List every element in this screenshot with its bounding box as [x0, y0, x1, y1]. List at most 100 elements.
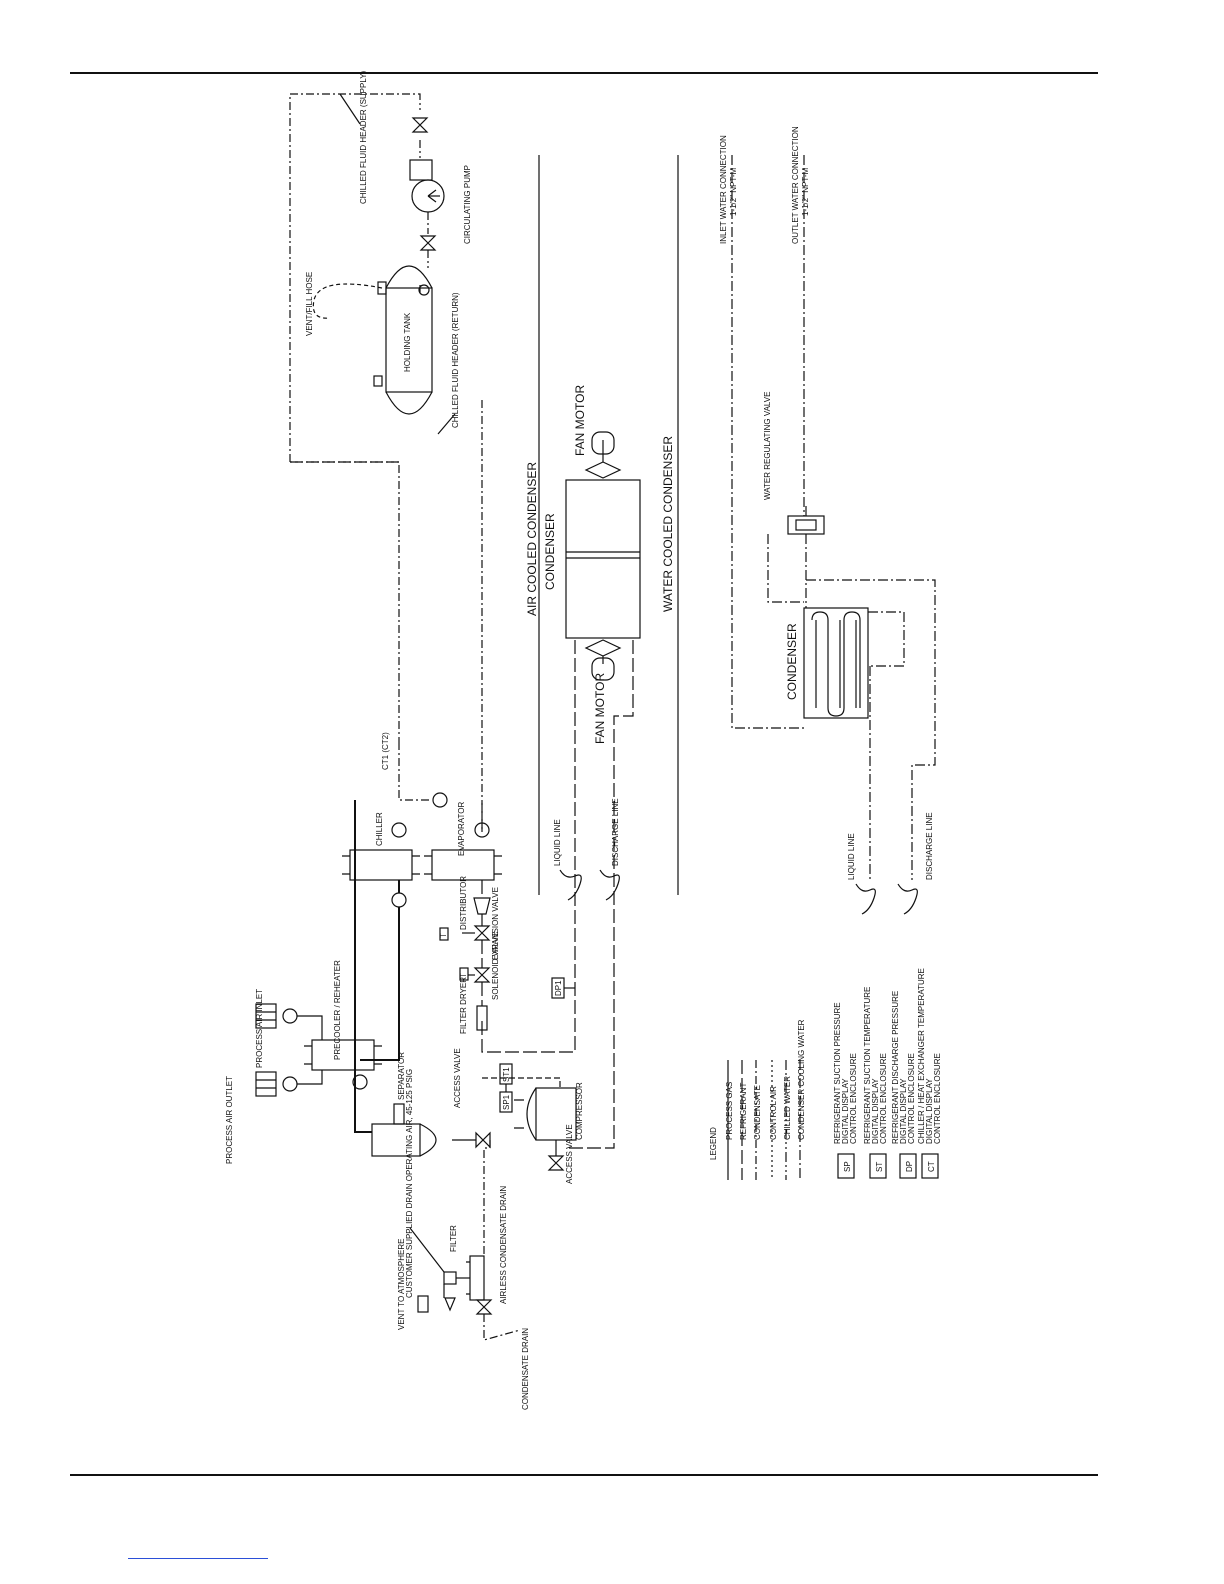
legend-box-desc: DIGITAL DISPLAY	[871, 1078, 880, 1144]
discharge-line-water-label: DISCHARGE LINE	[925, 812, 934, 880]
pump-valve-icon	[419, 235, 437, 251]
legend-box-desc: DIGITAL DISPLAY	[841, 1078, 850, 1144]
air-outlet-connection-icon	[255, 1070, 323, 1097]
air-refrigerant-lines	[481, 640, 634, 1149]
chiller-label: CHILLER	[375, 812, 384, 846]
water-regulating-valve-label: WATER REGULATING VALVE	[763, 392, 772, 500]
supply-valve-icon	[411, 117, 429, 133]
condensate-drain-label: CONDENSATE DRAIN	[521, 1328, 530, 1410]
circulating-pump-label: CIRCULATING PUMP	[463, 165, 472, 244]
supply-leader	[339, 93, 361, 125]
discharge-line-air-label: DISCHARGE LINE	[611, 798, 620, 866]
footer-link-underline	[128, 1558, 268, 1559]
fan-motor-top-icon	[584, 431, 622, 479]
liquid-line-water-label: LIQUID LINE	[847, 833, 856, 880]
liquid-line-air-label: LIQUID LINE	[553, 819, 562, 866]
drain-filter-icon	[443, 1271, 470, 1285]
compressor-label: COMPRESSOR	[575, 1082, 584, 1140]
legend-boxes	[837, 1153, 939, 1179]
legend-box-desc: CONTROL ENCLOSURE	[933, 1053, 942, 1144]
discharge-line-crossing-water	[897, 883, 918, 915]
access-valve-bottom-icon	[547, 1140, 565, 1171]
precooler-reheater-label: PRECOOLER / REHEATER	[333, 960, 342, 1060]
evaporator-label: EVAPORATOR	[457, 802, 466, 856]
chiller-process-line-b	[354, 800, 372, 1133]
drain-supply-leader	[409, 1227, 445, 1273]
access-valve-top-icon	[482, 1077, 561, 1088]
legend-box-desc: REFRIGERANT SUCTION PRESSURE	[833, 1002, 842, 1144]
outlet-npt-label: 1-1/2" NPT-M	[801, 167, 810, 216]
legend-box-desc: REFRIGERANT SUCTION TEMPERATURE	[863, 987, 872, 1144]
filter-dryer-label: FILTER DRYER	[459, 977, 468, 1034]
dp-tag-label: DP1	[554, 980, 563, 996]
separator-icon	[371, 1103, 476, 1157]
access-valve-bottom-label: ACCESS VALVE	[565, 1124, 574, 1184]
liquid-line-crossing-water	[855, 883, 876, 915]
circulating-pump-icon	[409, 159, 445, 213]
legend-box-desc: CONTROL ENCLOSURE	[849, 1053, 858, 1144]
legend-box-desc: CONTROL ENCLOSURE	[907, 1053, 916, 1144]
expansion-valve-icon	[439, 925, 491, 941]
fan-motor-top-label: FAN MOTOR	[573, 385, 587, 456]
discharge-line-crossing-air	[599, 869, 620, 901]
air-inlet-connection-icon	[255, 1003, 323, 1040]
condensate-drain-line	[483, 1314, 521, 1341]
legend-title: LEGEND	[709, 1127, 718, 1160]
sp-tag-label: SP1	[502, 1094, 511, 1110]
water-condenser-label: CONDENSER	[785, 623, 799, 700]
water-condenser-coil	[803, 607, 869, 719]
legend-box-desc: CHILLER / HEAT EXCHANGER TEMPERATURE	[917, 968, 926, 1144]
chiller-hx-icon	[342, 822, 420, 908]
access-valve-top-label: ACCESS VALVE	[453, 1048, 462, 1108]
st-tag-label: ST1	[502, 1067, 511, 1082]
legend-line-label: CONTROL AIR	[769, 1086, 778, 1140]
legend-line-label: PROCESS GAS	[725, 1082, 734, 1140]
filter-label: FILTER	[449, 1225, 458, 1252]
legend-box-code: ST	[875, 1162, 884, 1172]
diagram-labels: CHILLED FLUID HEADER (SUPPLY) CIRCULATIN…	[225, 70, 942, 1410]
solenoid-valve-icon	[459, 967, 491, 983]
process-air-outlet-label: PROCESS AIR OUTLET	[225, 1076, 234, 1164]
separator-label: SEPARATOR	[397, 1052, 406, 1100]
distributor-label: DISTRIBUTOR	[459, 876, 468, 930]
drain-outlet-valve-icon	[475, 1299, 493, 1315]
air-condenser-label: CONDENSER	[543, 513, 557, 590]
legend-lines	[727, 1060, 801, 1180]
legend-box-desc: REFRIGERANT DISCHARGE PRESSURE	[891, 991, 900, 1144]
legend-line-label: CONDENSER COOLING WATER	[797, 1019, 806, 1140]
chilled-fluid-header-return-label: CHILLED FLUID HEADER (RETURN)	[451, 292, 460, 428]
legend-box-code: SP	[843, 1161, 852, 1172]
distributor-icon	[473, 897, 491, 915]
precooler-reheater-icon	[304, 1039, 382, 1071]
t-tag-1-label: T	[439, 933, 448, 938]
process-air-inlet-label: PROCESS AIR INLET	[255, 989, 264, 1068]
airless-condensate-drain-label: AIRLESS CONDENSATE DRAIN	[499, 1186, 508, 1304]
air-cooled-condenser-title: AIR COOLED CONDENSER	[525, 462, 539, 616]
separator-drain-line	[483, 1140, 491, 1256]
chiller-process-line-a	[360, 880, 400, 1061]
expansion-valve-label: EXPANSION VALVE	[491, 887, 500, 960]
chilled-fluid-loop	[289, 93, 483, 832]
fan-motor-bottom-icon	[584, 639, 622, 681]
liquid-line-crossing-air	[559, 869, 582, 901]
water-regulating-valve-icon	[787, 506, 825, 535]
legend-box-code: DP	[905, 1161, 914, 1172]
condenser-water-lines	[731, 155, 936, 880]
dp-tag-box	[551, 977, 565, 999]
return-leader	[437, 413, 456, 435]
holding-tank-icon	[373, 265, 433, 415]
water-cooled-condenser-title: WATER COOLED CONDENSER	[661, 436, 675, 612]
legend-box-code: CT	[927, 1161, 936, 1172]
air-condenser-coil	[565, 479, 641, 639]
customer-supplied-drain-label: CUSTOMER SUPPLIED DRAIN OPERATING AIR, 4…	[405, 1069, 414, 1298]
evaporator-hx-icon	[424, 792, 502, 881]
vent-fill-hose-label: VENT/FILL HOSE	[305, 272, 314, 336]
bottom-rule	[70, 1474, 1098, 1476]
ct-tag-label: CT1 (CT2)	[381, 732, 390, 770]
fan-motor-bottom-label: FAN MOTOR	[593, 673, 607, 744]
legend-line-label: CONDENSATE	[753, 1085, 762, 1140]
vent-to-atmosphere-label: VENT TO ATMOSPHERE	[397, 1239, 406, 1330]
inlet-water-connection-label: INLET WATER CONNECTION	[719, 135, 728, 244]
separator-drain-valve-icon	[475, 1131, 491, 1149]
